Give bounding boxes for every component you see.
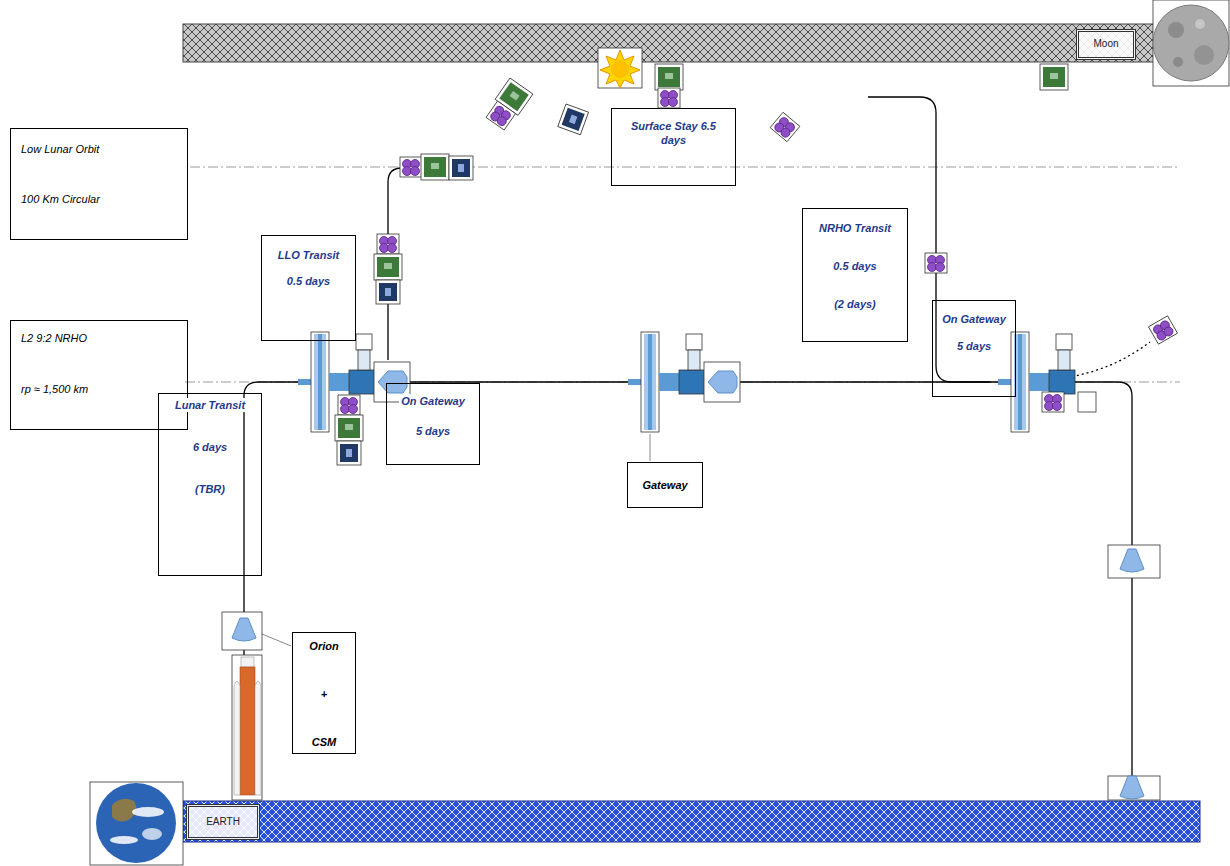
sun-core bbox=[611, 60, 629, 78]
node-text: L2 9:2 NRHO bbox=[19, 331, 89, 345]
element-label-box: Orion + CSM bbox=[292, 632, 356, 754]
node-text: (TBR) bbox=[193, 482, 227, 496]
gateway-icon bbox=[998, 332, 1075, 432]
orbit-box: L2 9:2 NRHO rp ≈ 1,500 km bbox=[10, 320, 188, 430]
trajectory-line bbox=[244, 382, 1132, 800]
body-label: EARTH bbox=[186, 804, 260, 840]
descent-element-icon bbox=[1040, 64, 1068, 90]
node-text: NRHO Transit bbox=[817, 221, 893, 235]
descent-element-icon bbox=[374, 254, 402, 280]
crew-module-icon bbox=[1042, 392, 1064, 412]
sun bbox=[600, 50, 640, 88]
element-label-box: Gateway bbox=[627, 462, 703, 508]
node-text: (2 days) bbox=[832, 297, 878, 311]
rocket-frame bbox=[232, 655, 262, 800]
upper-stage bbox=[241, 657, 254, 667]
crew-module-icon bbox=[400, 157, 422, 177]
llo-orbit-line bbox=[190, 167, 1180, 168]
departing-crew-module bbox=[1148, 316, 1177, 344]
transfer-element-disposal bbox=[558, 104, 589, 135]
sun-frame bbox=[598, 48, 642, 88]
node-text: 100 Km Circular bbox=[19, 192, 102, 206]
moon-band bbox=[183, 24, 1200, 62]
crew-module-icon bbox=[486, 101, 515, 130]
earth bbox=[96, 783, 176, 863]
node-text: 5 days bbox=[955, 339, 993, 353]
crew-module-icon bbox=[658, 88, 680, 108]
node-text: Surface Stay 6.5 days bbox=[618, 119, 729, 147]
phase-box: NRHO Transit 0.5 days (2 days) bbox=[802, 208, 908, 342]
capsule-frame bbox=[1108, 545, 1160, 578]
gateway-icon bbox=[628, 332, 705, 432]
node-text: Low Lunar Orbit bbox=[19, 142, 101, 156]
moon-crater bbox=[1173, 57, 1183, 67]
splashdown-capsule bbox=[1120, 776, 1144, 799]
phase-box: Surface Stay 6.5 days bbox=[611, 108, 736, 186]
return-capsule bbox=[1120, 549, 1144, 572]
transfer-element-icon bbox=[558, 104, 589, 135]
phase-box: Lunar Transit 6 days (TBR) bbox=[158, 393, 262, 576]
node-text: + bbox=[319, 687, 329, 701]
leader-line bbox=[262, 634, 291, 646]
crew-module-icon bbox=[770, 112, 800, 141]
node-text: LLO Transit bbox=[276, 248, 342, 262]
leader-line bbox=[650, 434, 651, 461]
descent-element-icon bbox=[655, 64, 683, 90]
crew-module-icon bbox=[377, 234, 399, 254]
node-text: 6 days bbox=[191, 440, 229, 454]
empty-port bbox=[1078, 392, 1096, 412]
docked-capsule bbox=[704, 362, 740, 402]
node-text: rp ≈ 1,500 km bbox=[19, 382, 90, 396]
phase-box: LLO Transit 0.5 days bbox=[261, 235, 356, 341]
transfer-element-icon bbox=[449, 156, 473, 180]
capsule-frame bbox=[222, 612, 262, 650]
earth-band bbox=[183, 801, 1200, 842]
node-text: 0.5 days bbox=[831, 259, 878, 273]
crew-module-icon bbox=[925, 253, 947, 273]
node-text: Lunar Transit bbox=[173, 398, 247, 412]
descending-lander bbox=[484, 78, 533, 132]
booster bbox=[255, 681, 261, 795]
phase-box: On Gateway 5 days bbox=[932, 300, 1016, 397]
earth-frame bbox=[90, 782, 183, 865]
body-label: Moon bbox=[1076, 29, 1136, 60]
moon-crater bbox=[1168, 22, 1184, 38]
orbit-box: Low Lunar Orbit 100 Km Circular bbox=[10, 128, 188, 240]
orion-capsule bbox=[232, 618, 256, 641]
transfer-element-icon bbox=[337, 441, 361, 465]
ascending-crew-module bbox=[770, 112, 800, 141]
capsule-frame bbox=[1108, 776, 1160, 800]
moon-crater bbox=[1195, 19, 1205, 29]
earth-cloud bbox=[132, 807, 164, 817]
core-stage bbox=[240, 667, 255, 795]
node-text: Orion bbox=[307, 639, 340, 653]
transfer-element-icon bbox=[376, 280, 400, 304]
node-text: Moon bbox=[1091, 38, 1120, 50]
descent-element-icon bbox=[335, 415, 363, 441]
descent-element-icon bbox=[421, 154, 449, 180]
node-text: On Gateway bbox=[399, 394, 467, 408]
node-text: CSM bbox=[310, 735, 338, 749]
moon-frame bbox=[1153, 0, 1229, 86]
crew-module-icon bbox=[1148, 316, 1177, 344]
booster bbox=[234, 681, 240, 795]
moon-crater bbox=[1194, 45, 1214, 65]
node-text: On Gateway bbox=[940, 312, 1008, 326]
node-text: Gateway bbox=[640, 478, 689, 492]
earth-land bbox=[112, 799, 136, 822]
phase-box: On Gateway 5 days bbox=[386, 383, 480, 465]
earth-cloud bbox=[142, 828, 162, 840]
earth-cloud bbox=[110, 836, 138, 844]
node-text: EARTH bbox=[204, 816, 242, 828]
moon bbox=[1153, 5, 1229, 81]
node-text: 0.5 days bbox=[285, 274, 332, 288]
crew-module-icon bbox=[338, 395, 360, 415]
node-text: 5 days bbox=[414, 424, 452, 438]
